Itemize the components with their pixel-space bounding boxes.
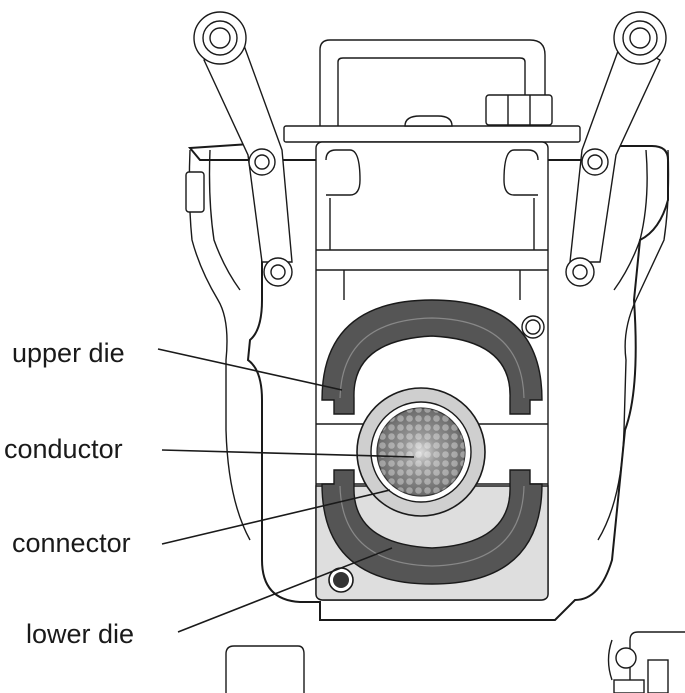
lower-die-label: lower die [26,619,134,649]
lower-die [321,469,543,585]
connector-label: connector [12,528,131,558]
lower-die-leader [177,547,393,633]
connector-leader [161,489,391,545]
left-linkage-arm [193,11,293,287]
labels: upper die conductor connector lower die [4,338,134,649]
upper-die-label: upper die [12,338,125,368]
upper-die-leader [157,348,343,391]
conductor [376,407,466,497]
right-linkage-arm [565,11,667,287]
conductor-leader [161,449,415,458]
upper-die [321,299,543,415]
leader-lines [157,348,415,633]
conductor-label: conductor [4,434,123,464]
top-handle [283,39,581,143]
